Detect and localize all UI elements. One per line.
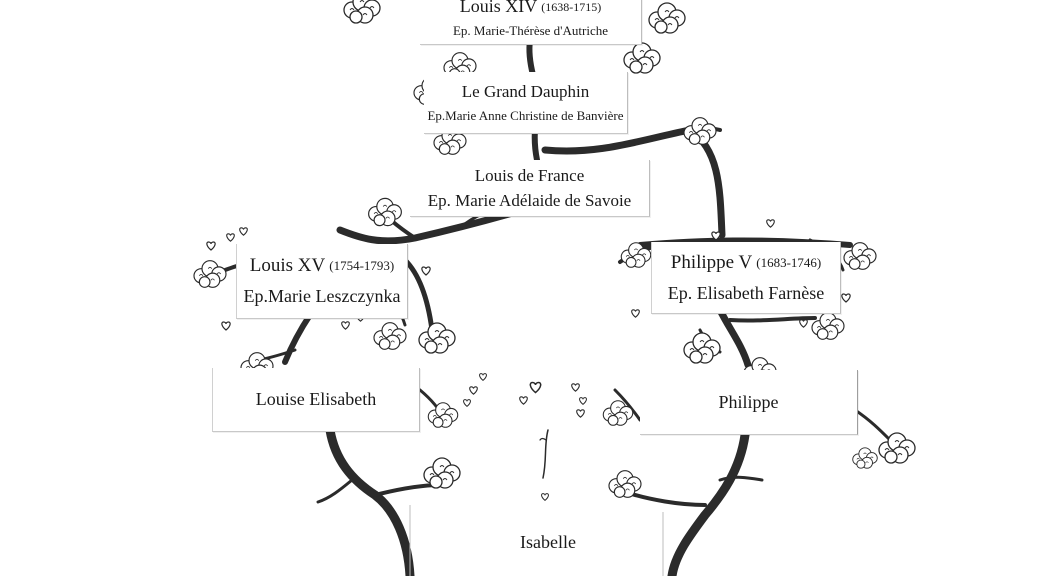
- philippe-v-spouse: Ep. Elisabeth Farnèse: [667, 282, 825, 303]
- philippe-name: Philippe: [718, 391, 779, 412]
- philippe-v-heading: Philippe V(1683-1746): [671, 251, 821, 275]
- louis-xv-name: Louis XV: [249, 255, 326, 277]
- louise-elisabeth-name: Louise Elisabeth: [255, 389, 377, 410]
- isabelle-card-edges: [409, 505, 664, 576]
- louis-xiv-heading: Louis XIV(1638-1715): [460, 0, 602, 17]
- card-louis-xiv: Louis XIV(1638-1715) Ep. Marie-Thérèse d…: [420, 0, 642, 45]
- card-louise-elisabeth: Louise Elisabeth: [212, 368, 420, 432]
- philippe-v-years: (1683-1746): [756, 254, 822, 270]
- card-philippe-v: Philippe V(1683-1746) Ep. Elisabeth Farn…: [651, 242, 841, 314]
- louis-xv-years: (1754-1793): [329, 258, 395, 274]
- grand-dauphin-spouse: Ep.Marie Anne Christine de Banvière: [427, 108, 624, 124]
- louis-xiv-years: (1638-1715): [541, 0, 602, 14]
- louis-de-france-name: Louis de France: [474, 165, 585, 185]
- louis-xv-spouse: Ep.Marie Leszczynka: [243, 286, 401, 307]
- louis-xv-heading: Louis XV(1754-1793): [250, 254, 394, 278]
- grand-dauphin-name: Le Grand Dauphin: [461, 82, 590, 102]
- louis-xiv-spouse: Ep. Marie-Thérèse d'Autriche: [452, 23, 609, 39]
- philippe-v-name: Philippe V: [670, 251, 753, 273]
- card-philippe: Philippe: [640, 370, 858, 435]
- louis-xiv-name: Louis XIV: [459, 0, 538, 16]
- card-louis-xv: Louis XV(1754-1793) Ep.Marie Leszczynka: [236, 244, 408, 319]
- card-grand-dauphin: Le Grand Dauphin Ep.Marie Anne Christine…: [424, 72, 628, 134]
- louis-de-france-spouse: Ep. Marie Adélaide de Savoie: [427, 191, 632, 210]
- card-louis-de-france: Louis de France Ep. Marie Adélaide de Sa…: [410, 160, 650, 217]
- isabelle-name: Isabelle: [520, 532, 576, 552]
